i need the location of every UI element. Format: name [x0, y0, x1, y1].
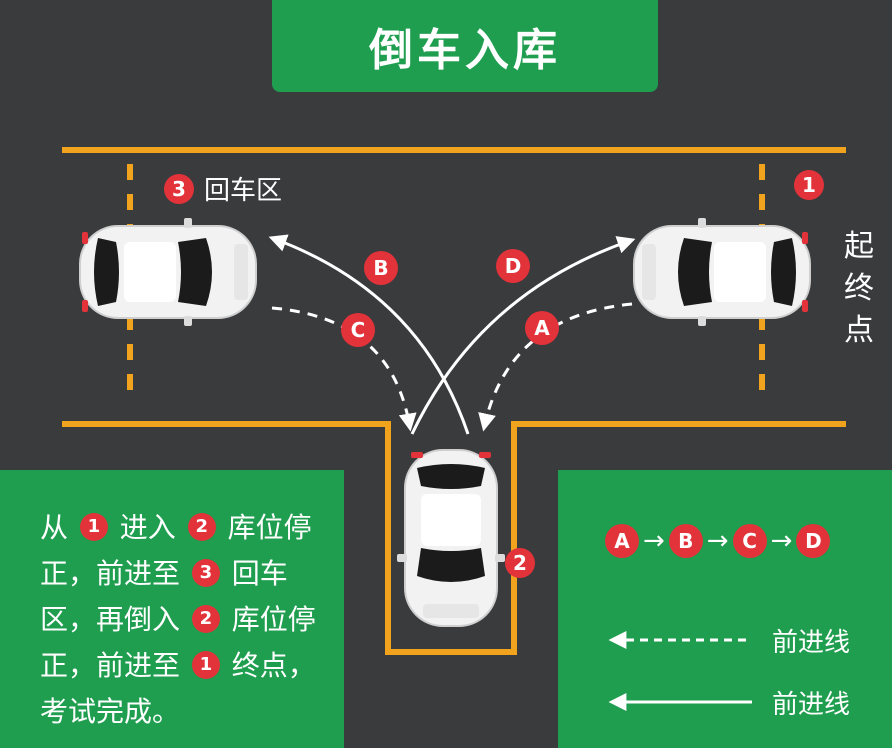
- instruction-segment: 进入: [110, 511, 185, 544]
- path-a: [478, 302, 633, 432]
- return-area-text: 回车区: [204, 176, 283, 206]
- instruction-badge: 2: [187, 513, 216, 541]
- green-area-left: [0, 470, 344, 748]
- path-b: [268, 234, 470, 435]
- legend-solid-label: 前进线: [772, 690, 851, 720]
- sequence-badge-d: D: [796, 524, 831, 558]
- start-char-3: 点: [844, 313, 874, 348]
- svg-text:C: C: [351, 318, 366, 342]
- badge-c: C: [341, 313, 375, 347]
- arrow-right-icon: →: [643, 526, 665, 556]
- instruction-segment: 从: [40, 511, 77, 544]
- car-left: [79, 217, 257, 327]
- path-d: [410, 236, 636, 435]
- title-banner: 倒车入库: [272, 0, 658, 92]
- badge-2: 2: [505, 548, 535, 578]
- sequence-badge-a: A: [605, 524, 639, 558]
- badge-3: 3: [164, 173, 194, 204]
- svg-text:D: D: [505, 254, 522, 278]
- instruction-segment: 回车区，再倒入: [40, 557, 288, 636]
- path-lines: [268, 234, 636, 435]
- instruction-segment: 库位停正，前进至: [40, 603, 316, 682]
- path-sequence: A→B→C→D: [605, 524, 831, 558]
- legend-solid: 前进线: [610, 684, 850, 721]
- start-char-2: 终: [844, 271, 874, 306]
- page-title: 倒车入库: [369, 25, 561, 76]
- car-right: [633, 217, 811, 327]
- garage-badge-wrap: 2: [505, 548, 535, 578]
- instruction-badge: 1: [79, 513, 108, 541]
- instruction-badge: 1: [191, 651, 220, 679]
- badge-a: A: [525, 311, 559, 345]
- return-area-label: 3 回车区: [164, 170, 282, 207]
- svg-text:A: A: [534, 316, 550, 340]
- badge-1: 1: [794, 170, 824, 200]
- instruction-segment: 库位停正，前进至: [40, 511, 312, 590]
- sequence-badge-b: B: [668, 524, 703, 558]
- path-c: [271, 306, 417, 432]
- road-boundary-lines: [62, 147, 846, 655]
- legend-dashed: 前进线: [610, 622, 850, 659]
- arrow-right-icon: →: [770, 526, 793, 556]
- arrow-right-icon: →: [706, 526, 729, 556]
- sequence-badge-c: C: [732, 524, 767, 558]
- start-end-label: 起 终 点: [844, 226, 874, 352]
- instruction-segment: 终点，考试完成。: [40, 649, 316, 728]
- badge-b: B: [364, 251, 398, 285]
- badge-d: D: [496, 249, 530, 283]
- instruction-text: 从 1 进入 2 库位停正，前进至 3 回车区，再倒入 2 库位停正，前进至 1…: [40, 505, 320, 735]
- svg-text:B: B: [373, 256, 388, 280]
- legend-dashed-label: 前进线: [772, 628, 851, 658]
- instruction-badge: 3: [191, 559, 220, 587]
- start-char-1: 起: [844, 229, 874, 264]
- car-garage: [396, 449, 506, 627]
- instruction-badge: 2: [191, 605, 220, 633]
- start-badge-wrap: 1: [794, 170, 824, 200]
